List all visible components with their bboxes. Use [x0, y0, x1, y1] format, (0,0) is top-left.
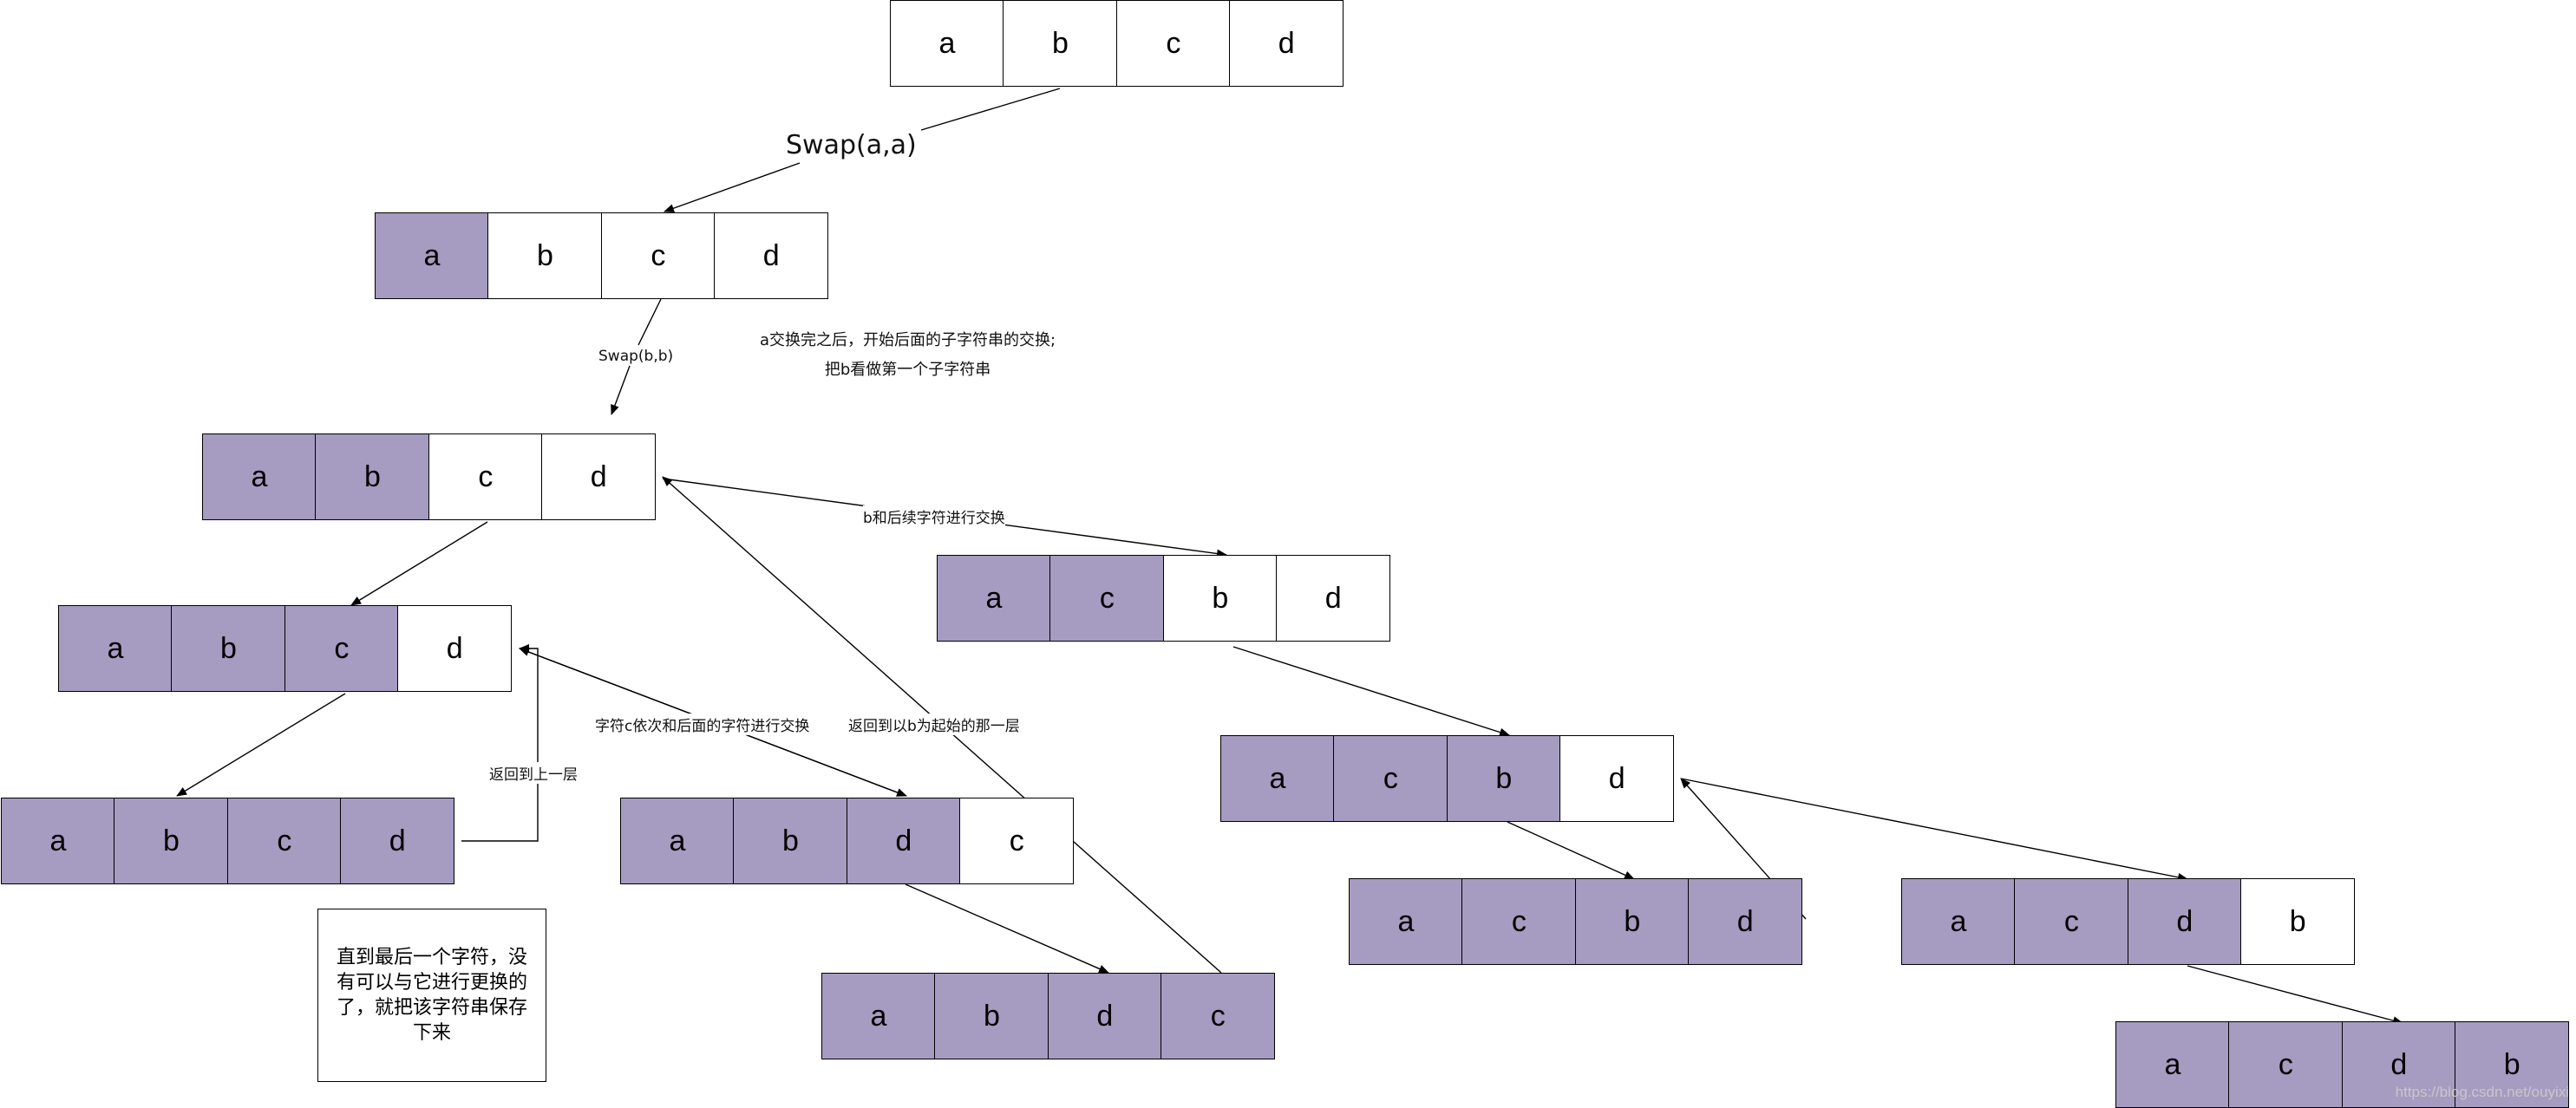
char-cell: b: [1162, 555, 1278, 642]
edge-level3-acbd-to-leaf: [1507, 821, 1635, 880]
char-cell: c: [1461, 878, 1577, 965]
char-cell: d: [1047, 973, 1162, 1059]
edge-level3-to-leaf-abcd: [176, 693, 346, 797]
char-cell: d: [846, 798, 961, 884]
watermark: https://blog.csdn.net/ouyixi: [2395, 1084, 2569, 1100]
char-cell: d: [1276, 555, 1391, 642]
char-cell: b: [2240, 878, 2356, 965]
char-cell: b: [1446, 735, 1561, 822]
char-cell: a: [1220, 735, 1335, 822]
char-cell: c: [1115, 0, 1231, 87]
char-cell: a: [821, 973, 936, 1059]
char-cell: c: [428, 433, 543, 520]
char-cell: b: [487, 212, 603, 299]
edge-level2-to-level3-abcd: [350, 521, 488, 606]
label-note-after-a-line1: a交换完之后，开始后面的子字符串的交换;: [760, 331, 1056, 349]
char-cell: d: [2341, 1021, 2456, 1108]
char-cell: c: [1333, 735, 1448, 822]
edge-level3-abdc-to-leaf: [905, 883, 1109, 974]
note-box-text: 直到最后一个字符，没有可以与它进行更换的了，就把该字符串保存下来: [336, 947, 527, 1044]
char-cell: d: [1559, 735, 1675, 822]
char-cell: b: [114, 798, 229, 884]
label-swap-aa: Swap(a,a): [786, 130, 917, 160]
label-c-swap-rest: 字符c依次和后面的字符进行交换: [595, 714, 810, 735]
char-cell: a: [890, 0, 1004, 87]
char-cell: b: [1574, 878, 1690, 965]
char-cell: c: [1049, 555, 1165, 642]
label-note-after-a: a交换完之后，开始后面的子字符串的交换; 把b看做第一个子字符串: [760, 326, 1056, 385]
char-cell: c: [959, 798, 1075, 884]
char-cell: d: [1229, 0, 1344, 87]
note-box-save-string: 直到最后一个字符，没有可以与它进行更换的了，就把该字符串保存下来: [317, 909, 546, 1082]
char-cell: a: [1901, 878, 2016, 965]
char-cell: c: [2014, 878, 2129, 965]
char-cell: a: [2115, 1021, 2230, 1108]
char-cell: a: [375, 212, 489, 299]
char-cell: b: [733, 798, 848, 884]
edge-root-to-swap-label: [920, 88, 1061, 131]
label-note-after-a-line2: 把b看做第一个子字符串: [824, 361, 991, 379]
char-cell: c: [2228, 1021, 2344, 1108]
char-cell: a: [620, 798, 735, 884]
edge-swap-label-to-level1: [664, 162, 801, 212]
char-cell: c: [284, 605, 399, 692]
char-cell: b: [1003, 0, 1118, 87]
edge-level3-acdb-to-leaf: [2187, 965, 2403, 1026]
char-cell: b: [934, 973, 1049, 1059]
char-cell: a: [937, 555, 1051, 642]
char-cell: a: [202, 433, 317, 520]
char-cell: a: [58, 605, 173, 692]
edge-level2-acbd-to-level3: [1232, 646, 1510, 737]
char-cell: d: [1688, 878, 1803, 965]
edge-level1-to-swapbb-label: [637, 298, 662, 346]
char-cell: a: [1349, 878, 1463, 965]
char-cell: d: [541, 433, 657, 520]
char-cell: d: [2127, 878, 2242, 965]
char-cell: b: [315, 433, 430, 520]
label-b-swap-rest: b和后续字符进行交换: [863, 505, 1005, 527]
char-cell: c: [600, 212, 716, 299]
edge-level3-acbd-to-acdb: [1680, 778, 2188, 882]
char-cell: d: [397, 605, 513, 692]
label-back-to-b-level: 返回到以b为起始的那一层: [848, 714, 1020, 735]
char-cell: a: [1, 798, 115, 884]
char-cell: b: [171, 605, 286, 692]
label-swap-bb: Swap(b,b): [598, 348, 674, 365]
char-cell: c: [226, 798, 342, 884]
edge-swapbb-label-to-level2: [611, 365, 631, 415]
label-back-one-level: 返回到上一层: [489, 762, 578, 784]
char-cell: d: [340, 798, 455, 884]
char-cell: c: [1161, 973, 1276, 1059]
char-cell: d: [714, 212, 829, 299]
